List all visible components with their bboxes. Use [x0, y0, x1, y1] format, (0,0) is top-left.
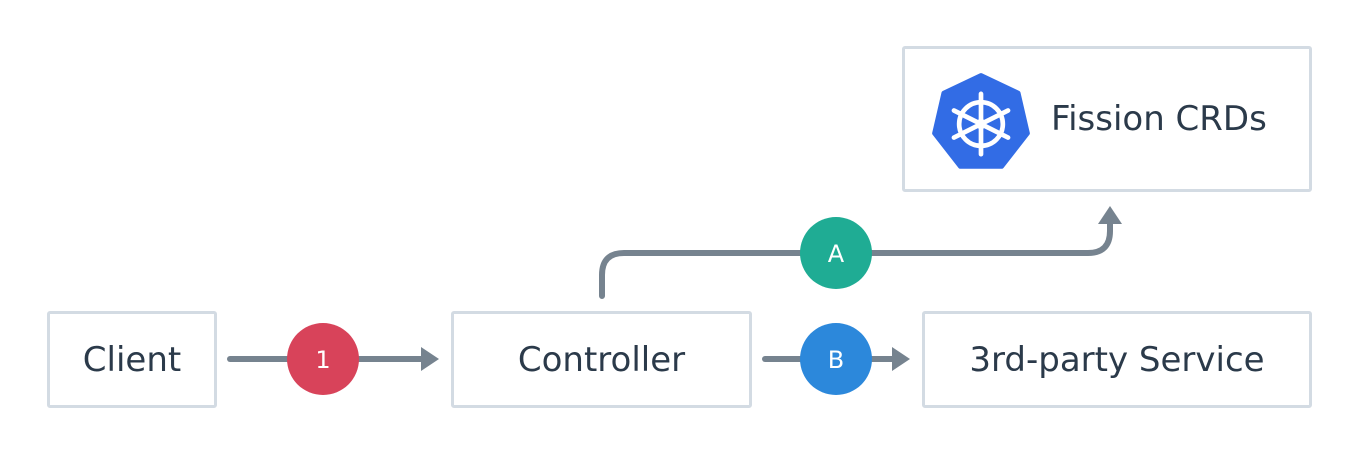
- kubernetes-helm-icon: [932, 73, 1030, 169]
- crds-label: Fission CRDs: [1051, 99, 1267, 139]
- controller-node: Controller: [451, 311, 752, 408]
- arrow-head-controller-crds: [1098, 206, 1122, 224]
- third-party-service-node: 3rd-party Service: [922, 311, 1312, 408]
- step-badge-b-label: B: [828, 346, 844, 374]
- step-badge-1: 1: [287, 323, 359, 395]
- controller-label: Controller: [517, 339, 686, 380]
- step-badge-a: A: [800, 217, 872, 289]
- arrow-head-controller-service: [892, 347, 910, 371]
- service-label: 3rd-party Service: [969, 339, 1265, 380]
- fission-crds-node: Fission CRDs: [902, 46, 1312, 192]
- arrow-head-client-controller: [421, 347, 439, 371]
- step-badge-a-label: A: [828, 240, 845, 268]
- client-node: Client: [47, 311, 217, 408]
- step-badge-1-label: 1: [315, 346, 330, 374]
- client-label: Client: [82, 339, 182, 380]
- step-badge-b: B: [800, 323, 872, 395]
